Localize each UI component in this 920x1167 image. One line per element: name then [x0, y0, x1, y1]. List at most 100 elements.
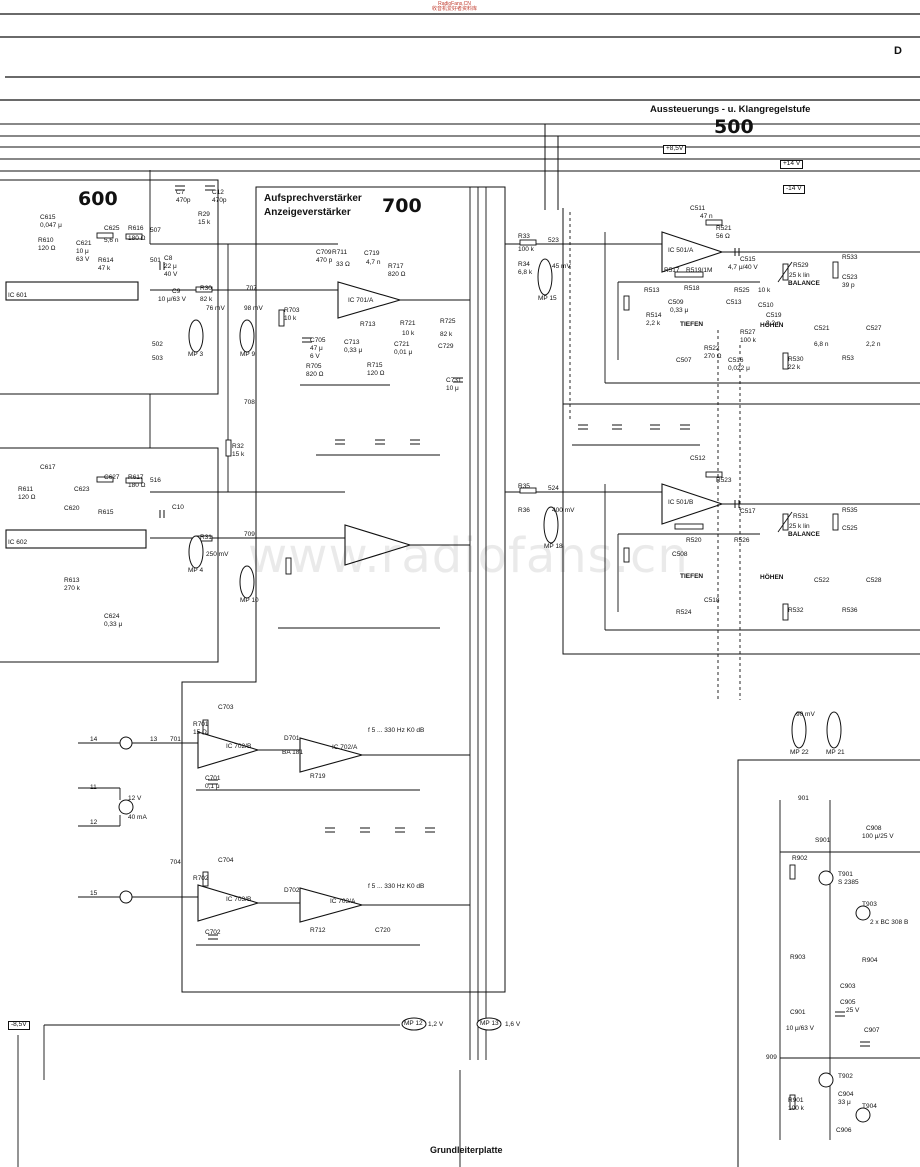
- component-label: R613: [64, 577, 80, 584]
- component-label: 5,6 n: [104, 237, 119, 244]
- component-label: 0,33 μ: [104, 621, 123, 628]
- test-point-label: MP 21: [826, 749, 845, 756]
- component-label: 15 k: [198, 219, 211, 226]
- component-label: S 2385: [838, 879, 859, 886]
- component-label: 0,047 μ: [40, 222, 62, 229]
- component-label: 120 Ω: [38, 245, 56, 252]
- component-label: C10: [172, 504, 184, 511]
- component-label: C729: [438, 343, 454, 350]
- component-label: C703: [218, 704, 234, 711]
- ic-label: IC 501/A: [668, 247, 694, 254]
- component-label: C713: [344, 339, 360, 346]
- level-label: 1,2 V: [428, 1021, 444, 1028]
- component-label: R532: [788, 607, 804, 614]
- component-label: R521: [716, 225, 732, 232]
- component-label: 6 V: [310, 353, 320, 360]
- potentiometers: [777, 261, 793, 533]
- section-700-title-2: Anzeigeverstärker: [264, 207, 351, 218]
- connection-label: 14: [90, 736, 98, 743]
- sheet-border: [0, 13, 920, 101]
- connection-label: 901: [798, 795, 809, 802]
- component-label: C704: [218, 857, 234, 864]
- component-label: C615: [40, 214, 56, 221]
- component-label: 470p: [176, 197, 191, 204]
- component-label: C721: [394, 341, 410, 348]
- test-point-label: MP 12: [404, 1020, 423, 1027]
- component-label: R715: [367, 362, 383, 369]
- component-label: 82 k: [200, 296, 213, 303]
- component-label: R902: [792, 855, 808, 862]
- component-label: 10 k: [284, 315, 297, 322]
- hoehen-label: HÖHEN: [760, 322, 784, 329]
- component-label: 0,022 μ: [728, 365, 750, 372]
- rail-label: +14 V: [780, 160, 804, 169]
- connection-label: 516: [150, 477, 161, 484]
- component-label: R614: [98, 257, 114, 264]
- frequency-note: f 5 ... 330 Hz K0 dB: [368, 883, 425, 890]
- component-label: 120 Ω: [18, 494, 36, 501]
- ic-label: IC 501/B: [668, 499, 694, 506]
- component-label: C518: [704, 597, 720, 604]
- component-label: 39 p: [842, 282, 855, 289]
- component-label: C9: [172, 288, 181, 295]
- component-label: C511: [690, 205, 706, 212]
- ic-label: IC 703/A: [330, 898, 356, 905]
- component-label: 56 Ω: [716, 233, 730, 240]
- component-label: C907: [864, 1027, 880, 1034]
- component-label: 33 μ: [838, 1099, 851, 1106]
- component-label: C508: [672, 551, 688, 558]
- component-label: 33 Ω: [336, 261, 350, 268]
- connection-label: 12: [90, 819, 98, 826]
- component-label: C905: [840, 999, 856, 1006]
- component-label: 4,7 μ/40 V: [728, 264, 758, 271]
- pot-ref: R531: [793, 513, 809, 520]
- component-label: 100 k: [788, 1105, 804, 1112]
- component-label: 10 μ: [446, 385, 459, 392]
- component-label: C701: [205, 775, 221, 782]
- test-points: [188, 258, 842, 1031]
- component-label: R712: [310, 927, 326, 934]
- component-label: 180 Ω: [128, 482, 146, 489]
- component-label: R713: [360, 321, 376, 328]
- site-name: RadioFans.CN: [438, 1, 471, 7]
- component-label: R520: [686, 537, 702, 544]
- corner-letter: D: [894, 45, 902, 57]
- component-label: R611: [18, 486, 34, 493]
- board-label: Grundleiterplatte: [430, 1145, 503, 1155]
- section-700-number: 700: [382, 195, 422, 217]
- component-label: C512: [690, 455, 706, 462]
- component-label: R31: [200, 534, 212, 541]
- component-label: R535: [842, 507, 858, 514]
- component-label: R903: [790, 954, 806, 961]
- component-label: R719: [310, 773, 326, 780]
- component-label: R711: [332, 249, 348, 256]
- component-label: 0,33 μ: [344, 347, 363, 354]
- component-label: C519: [766, 312, 782, 319]
- connection-label: 501: [150, 257, 161, 264]
- component-label: 2,2 k: [646, 320, 661, 327]
- component-label: 470p: [212, 197, 227, 204]
- component-label: C516: [728, 357, 744, 364]
- component-label: R519/1M: [686, 267, 713, 274]
- component-label: R721: [400, 320, 416, 327]
- component-label: 270 Ω: [704, 353, 722, 360]
- component-label: R703: [284, 307, 300, 314]
- component-label: R616: [128, 225, 144, 232]
- component-label: C620: [64, 505, 80, 512]
- component-label: R904: [862, 957, 878, 964]
- component-label: 0,33 μ: [670, 307, 689, 314]
- component-label: C903: [840, 983, 856, 990]
- component-label: R536: [842, 607, 858, 614]
- component-label: R33: [518, 233, 530, 240]
- connection-label: 701: [170, 736, 181, 743]
- component-label: 0,01 μ: [394, 349, 413, 356]
- connection-label: 15: [90, 890, 98, 897]
- component-label: R717: [388, 263, 404, 270]
- signal-wiring: [17, 170, 920, 1167]
- component-label: 82 k: [440, 331, 453, 338]
- balance-label: BALANCE: [788, 280, 820, 287]
- ic-label: IC 701/A: [348, 297, 374, 304]
- component-label: R617: [128, 474, 144, 481]
- component-label: R701: [193, 721, 209, 728]
- level-label: 90 mV: [796, 711, 815, 718]
